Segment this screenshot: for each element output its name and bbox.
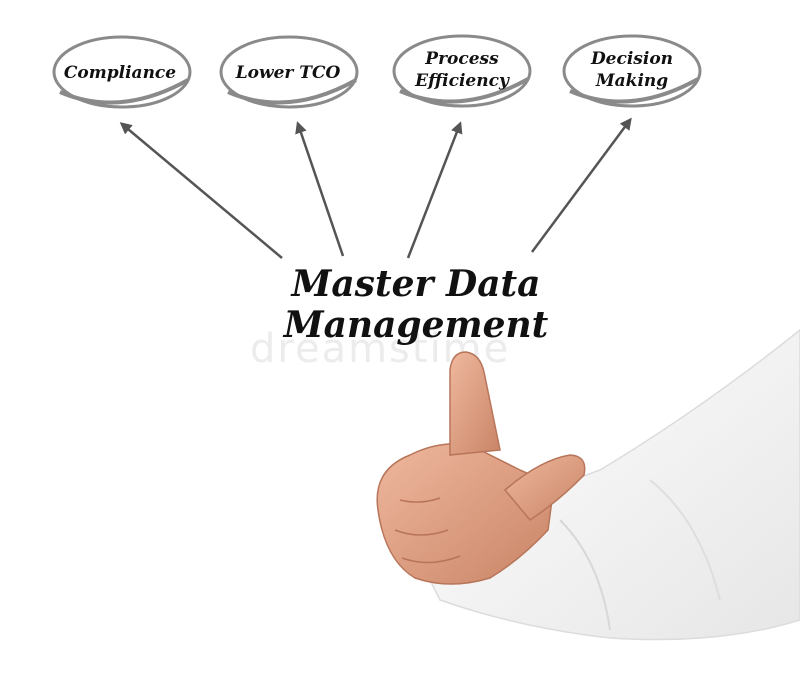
arrow-to-decision-making [532, 120, 630, 252]
node-decision-making-label-line1: Decision [590, 49, 673, 69]
node-compliance: Compliance [54, 37, 190, 107]
node-process-efficiency: Process Efficiency [394, 36, 530, 106]
node-decision-making: Decision Making [564, 36, 700, 106]
arrow-to-process-efficiency [408, 124, 460, 258]
pointing-hand-illustration [377, 330, 800, 640]
arrow-to-compliance [122, 124, 282, 258]
center-title-line1: Master Data [290, 263, 541, 305]
node-lower-tco-ellipse-shadow [228, 80, 356, 103]
node-process-efficiency-label-line1: Process [424, 49, 499, 69]
center-title: Master Data Management [282, 263, 549, 346]
node-compliance-ellipse-shadow [60, 80, 188, 103]
arrow-to-lower-tco [298, 124, 343, 256]
node-compliance-label: Compliance [64, 63, 176, 83]
node-process-efficiency-label-line2: Efficiency [414, 71, 510, 91]
node-lower-tco: Lower TCO [221, 37, 357, 107]
node-lower-tco-label: Lower TCO [235, 63, 341, 83]
node-decision-making-label-line2: Making [595, 71, 668, 91]
center-title-line2: Management [282, 304, 549, 346]
